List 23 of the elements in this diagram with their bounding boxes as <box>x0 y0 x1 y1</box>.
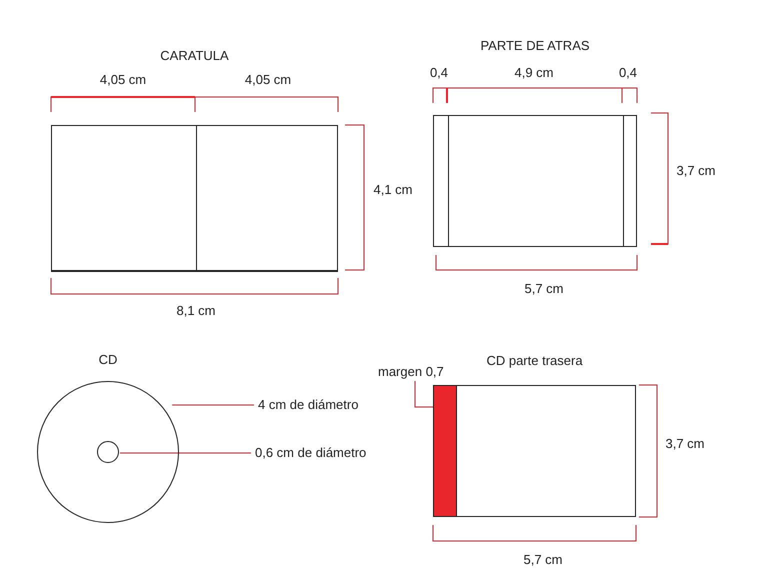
leader-text: 0,6 cm de diámetro <box>255 445 366 461</box>
dimension-label: 0,4 <box>618 65 638 81</box>
margin-strip <box>433 385 457 517</box>
dimension-label: 5,7 cm <box>523 281 564 297</box>
center-hole <box>97 441 119 463</box>
drawing-title: CARATULA <box>159 48 230 64</box>
leader-text: margen 0,7 <box>378 364 444 380</box>
drawing-title: PARTE DE ATRAS <box>479 38 591 54</box>
leader-text: 4 cm de diámetro <box>258 397 358 413</box>
dimension-label: 3,7 cm <box>664 436 706 452</box>
leader-line <box>172 404 254 406</box>
drawing-title: CD parte trasera <box>485 353 584 369</box>
dimension-label: 4,1 cm <box>372 182 414 198</box>
dimension-label: 8,1 cm <box>175 303 216 319</box>
dimension-label: 3,7 cm <box>675 163 716 179</box>
leader-line <box>414 380 434 408</box>
dimension-label: 0,4 <box>428 65 450 81</box>
dimension-label: 5,7 cm <box>522 552 564 568</box>
leader-line <box>119 452 252 454</box>
dimension-label: 4,9 cm <box>513 65 554 81</box>
dimension-label: 4,05 cm <box>98 72 148 88</box>
dimension-label: 4,05 cm <box>244 72 292 88</box>
drawing-title: CD <box>98 352 118 368</box>
